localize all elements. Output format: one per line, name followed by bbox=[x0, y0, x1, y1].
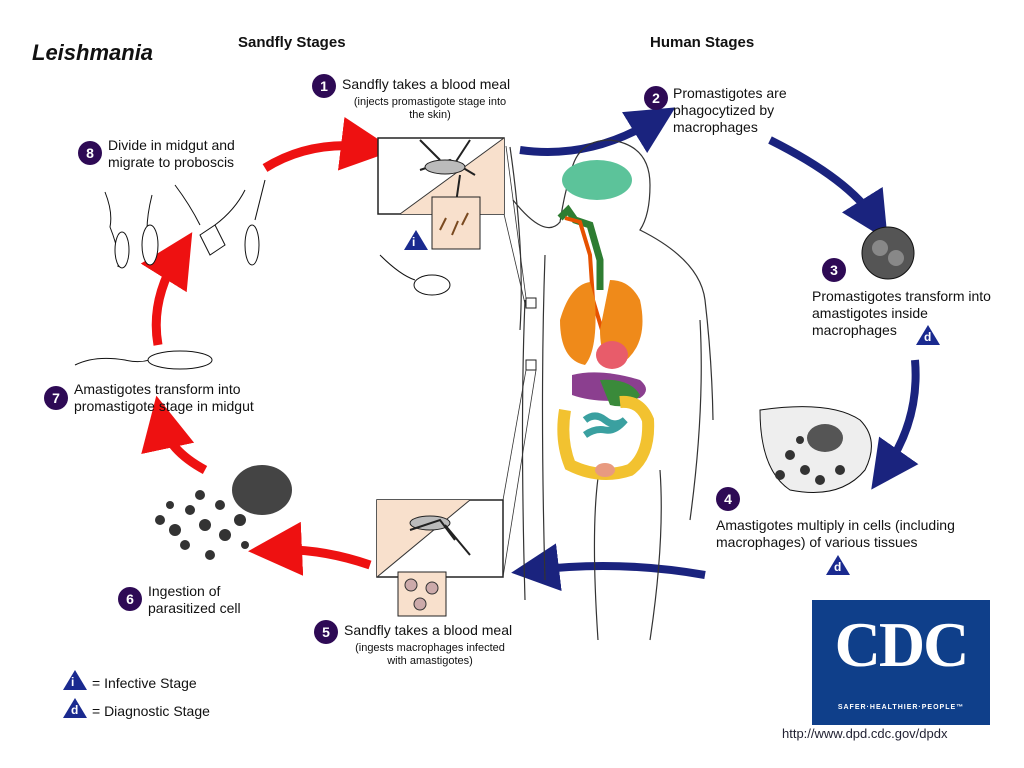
legend-infective-label: = Infective Stage bbox=[92, 675, 197, 691]
arrow-3-to-4 bbox=[871, 359, 920, 490]
step-1-badge: 1 bbox=[312, 74, 336, 98]
step-8-text: Divide in midgut and migrate to probosci… bbox=[108, 137, 235, 170]
human-stages-header: Human Stages bbox=[650, 34, 755, 51]
step-2-badge: 2 bbox=[644, 86, 668, 110]
diagnostic-stage-icon-3: d bbox=[916, 325, 940, 345]
macrophage-with-amastigotes bbox=[861, 226, 915, 280]
arrow-6-to-7 bbox=[141, 395, 208, 474]
step-3-text: Promastigotes transform into amastigotes… bbox=[812, 288, 991, 338]
legend-diagnostic-label: = Diagnostic Stage bbox=[92, 703, 210, 719]
diagnostic-stage-icon-4: d bbox=[826, 555, 850, 575]
sandfly-feeding-panel-5 bbox=[376, 499, 504, 617]
step-4-text: Amastigotes multiply in cells (including… bbox=[716, 517, 955, 550]
arrow-2-to-3 bbox=[768, 136, 888, 241]
arrow-8-to-1 bbox=[262, 116, 395, 172]
step-5-text: Sandfly takes a blood meal bbox=[344, 622, 513, 638]
step-5-badge: 5 bbox=[314, 620, 338, 644]
step-1-subtext: (injects promastigote stage into the ski… bbox=[353, 96, 507, 121]
transforming-parasite bbox=[74, 350, 213, 370]
step-4-badge: 4 bbox=[716, 487, 740, 511]
arrow-7-to-8 bbox=[140, 232, 193, 346]
arrow-5-to-6 bbox=[248, 521, 372, 576]
legend-infective-icon: i bbox=[63, 670, 87, 690]
step-7-badge: 7 bbox=[44, 386, 68, 410]
source-url: http://www.dpd.cdc.gov/dpdx bbox=[782, 726, 948, 741]
step-3-badge: 3 bbox=[822, 258, 846, 282]
step-6-text: Ingestion of parasitized cell bbox=[148, 583, 241, 616]
sandfly-feeding-panel-1 bbox=[377, 137, 505, 250]
infective-stage-icon-1: i bbox=[404, 230, 428, 250]
step-5-subtext: (ingests macrophages infected with amast… bbox=[355, 642, 505, 667]
step-2-text: Promastigotes are phagocytized by macrop… bbox=[673, 85, 787, 135]
cdc-logo-letters: CDC bbox=[834, 609, 970, 680]
step-7-text: Amastigotes transform into promastigote … bbox=[74, 381, 254, 414]
cdc-logo-tagline: SAFER·HEALTHIER·PEOPLE™ bbox=[837, 704, 965, 711]
cdc-logo: CDC SAFER·HEALTHIER·PEOPLE™ bbox=[812, 600, 990, 725]
legend-diagnostic-icon: d bbox=[63, 698, 87, 718]
sandfly-stages-header: Sandfly Stages bbox=[238, 34, 346, 51]
tissue-cells-with-amastigotes bbox=[759, 406, 872, 493]
step-1-text: Sandfly takes a blood meal bbox=[342, 76, 511, 92]
step-6-badge: 6 bbox=[118, 587, 142, 611]
promastigotes-dividing bbox=[104, 179, 451, 296]
human-body-figure bbox=[502, 139, 714, 641]
ingested-parasitized-cells bbox=[155, 465, 292, 560]
step-8-badge: 8 bbox=[78, 141, 102, 165]
diagram-title: Leishmania bbox=[32, 40, 154, 65]
arrow-1-to-2 bbox=[519, 107, 676, 156]
arrow-4-to-5 bbox=[511, 543, 706, 592]
